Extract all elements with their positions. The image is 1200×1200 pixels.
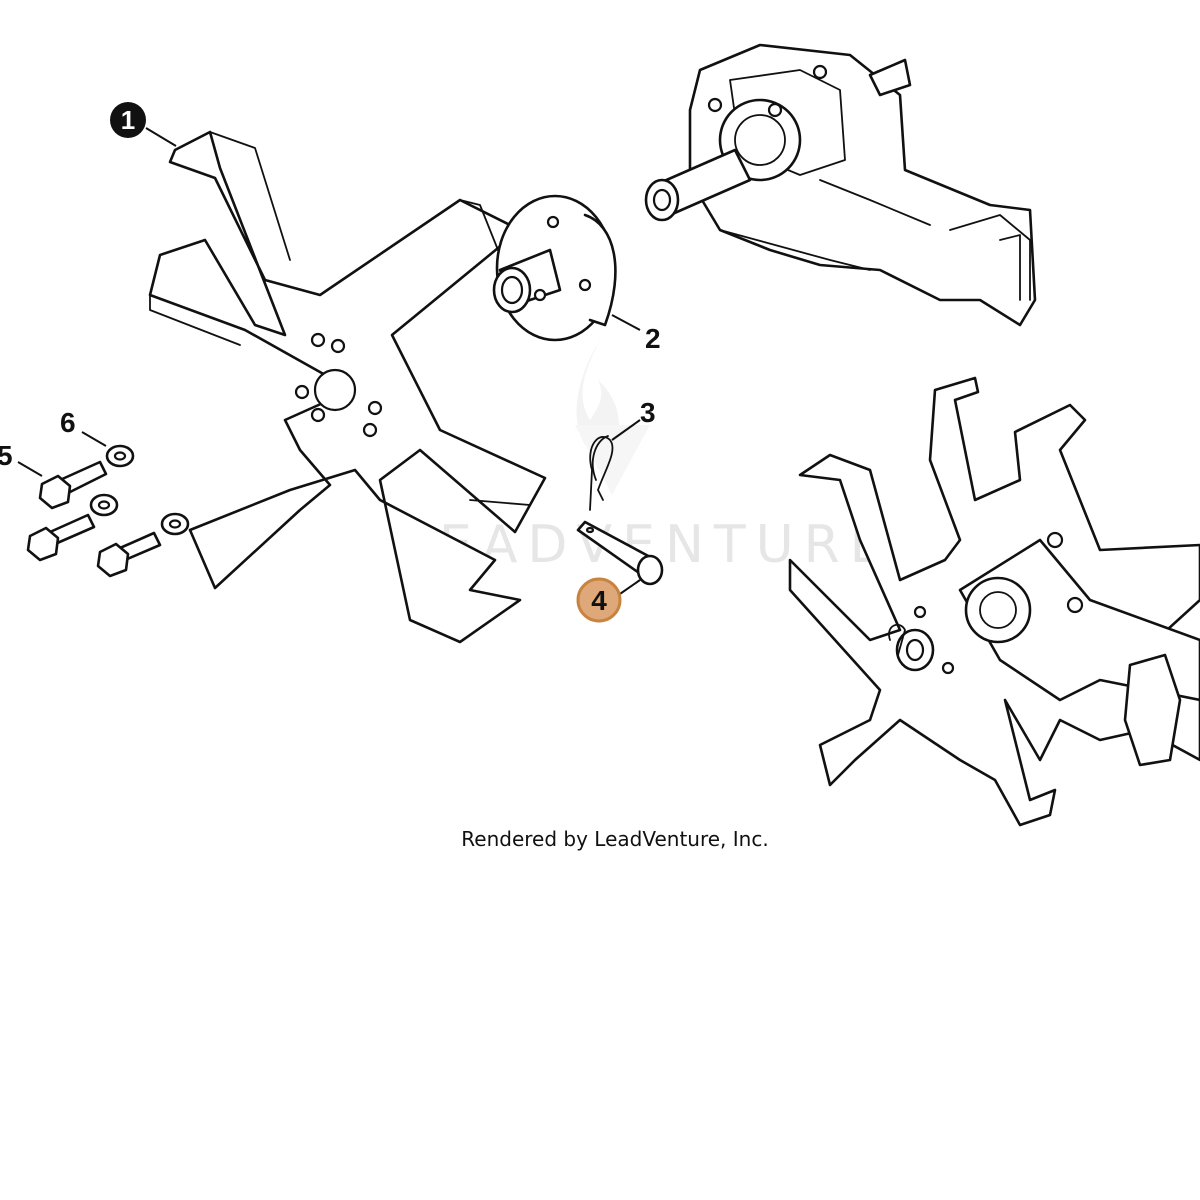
callout-1[interactable]: 1 <box>110 102 177 147</box>
watermark-flame-icon <box>575 340 650 495</box>
callout-3-label: 3 <box>640 397 656 428</box>
callout-2-label: 2 <box>645 323 661 354</box>
callout-2[interactable]: 2 <box>611 314 661 354</box>
callout-4-label: 4 <box>591 585 607 616</box>
callout-5-label: 5 <box>0 440 13 471</box>
callout-4[interactable]: 4 <box>576 577 641 623</box>
bolt-3 <box>96 531 162 578</box>
bolt-1 <box>38 460 108 510</box>
callout-5[interactable]: 5 <box>0 440 43 477</box>
hairpin-clip-part-3[interactable] <box>589 435 614 511</box>
callout-4-highlight-badge <box>576 577 622 623</box>
callout-6[interactable]: 6 <box>60 407 107 447</box>
assembled-view <box>788 376 1200 827</box>
hub-part-2[interactable] <box>492 194 617 342</box>
bolt-2 <box>26 513 96 562</box>
callout-6-label: 6 <box>60 407 76 438</box>
callout-1-badge <box>110 102 146 138</box>
clevis-pin-part-4[interactable] <box>576 520 664 586</box>
callout-3[interactable]: 3 <box>611 397 656 441</box>
bolts-part-5[interactable] <box>26 460 162 578</box>
tine-part-1[interactable] <box>148 130 547 644</box>
lock-washers-part-6[interactable] <box>89 444 190 536</box>
transmission <box>644 43 1037 327</box>
rendered-by-footer: Rendered by LeadVenture, Inc. <box>461 827 768 851</box>
callout-1-label: 1 <box>121 105 135 135</box>
